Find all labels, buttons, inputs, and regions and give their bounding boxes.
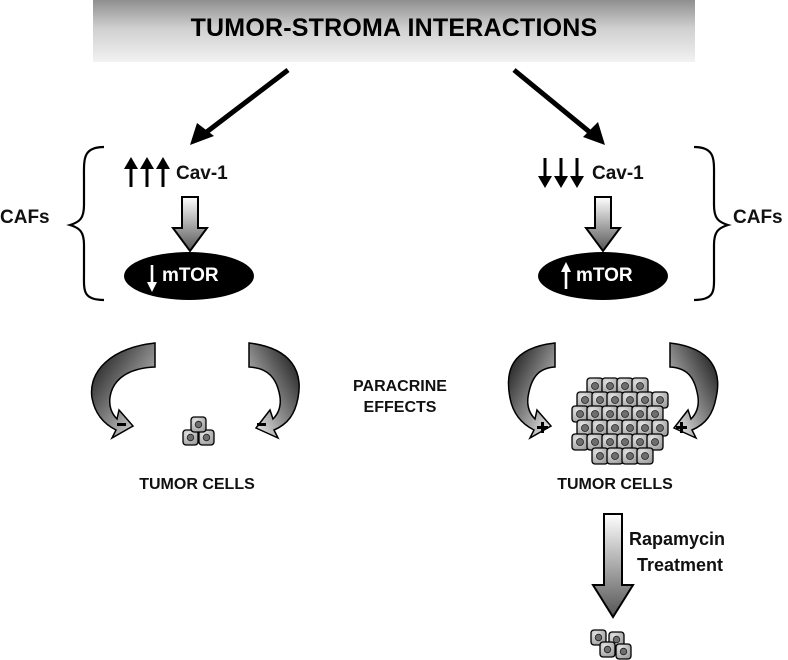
left-cav1-to-mtor-arrow: [171, 196, 209, 253]
tumor-cell: [615, 643, 632, 660]
right-sign-marks: [537, 422, 687, 433]
right-mtor-label: mTOR: [576, 265, 633, 286]
tumor-cell: [631, 377, 649, 395]
tumor-cell: [651, 419, 669, 437]
tumor-cell: [576, 419, 594, 437]
right-brace: [693, 145, 732, 302]
left-mtor-down-arrow-icon: [147, 265, 157, 292]
right-cav1-label: Cav-1: [592, 163, 644, 184]
left-brace: [66, 145, 105, 302]
tumor-cell: [586, 405, 604, 423]
tumor-cell: [190, 416, 207, 433]
tumor-cell: [651, 391, 669, 409]
right-cav1-to-mtor-arrow: [584, 196, 622, 253]
left-outer-curved-arrow: [90, 342, 156, 440]
left-sign-marks: [117, 423, 266, 426]
treatment-line1: Rapamycin: [629, 529, 726, 549]
right-outer-curved-arrow: [507, 342, 556, 440]
right-inner-curved-arrow: [669, 342, 719, 440]
arrow-to-left-caf: [190, 68, 290, 145]
tumor-cell: [599, 641, 616, 658]
left-mtor-ellipse: [124, 252, 254, 300]
tumor-cell: [601, 405, 619, 423]
right-mtor-ellipse: [538, 252, 668, 300]
treated-tumor-cells: [590, 629, 632, 660]
paracrine-line1: PARACRINE: [353, 378, 447, 395]
tumor-cell: [621, 447, 639, 465]
left-cav1-label: Cav-1: [176, 163, 228, 184]
right-tumor-cells-label: TUMOR CELLS: [557, 476, 673, 493]
treatment-line2: Treatment: [637, 555, 724, 575]
tumor-cell: [182, 429, 199, 446]
right-down-arrows-icon: [538, 158, 584, 188]
arrow-to-right-caf: [512, 68, 605, 145]
tumor-cell: [601, 377, 619, 395]
tumor-cell: [646, 433, 664, 451]
diagram-title: TUMOR-STROMA INTERACTIONS: [190, 14, 598, 42]
tumor-cell: [636, 391, 654, 409]
tumor-cell: [198, 429, 215, 446]
paracrine-line2: EFFECTS: [363, 399, 437, 416]
right-tumor-cell-cluster: [571, 377, 669, 465]
left-mtor-label: mTOR: [162, 265, 219, 286]
tumor-cell: [571, 433, 589, 451]
left-up-arrows-icon: [124, 157, 170, 187]
left-caf-label: CAFs: [0, 207, 50, 228]
tumor-cell: [591, 447, 609, 465]
rapamycin-treatment-arrow: [591, 513, 635, 619]
right-mtor-up-arrow-icon: [561, 262, 571, 289]
title-banner: TUMOR-STROMA INTERACTIONS: [93, 0, 695, 62]
tumor-cell: [616, 377, 634, 395]
left-tumor-cells-label: TUMOR CELLS: [139, 476, 255, 493]
tumor-cell: [636, 447, 654, 465]
left-tumor-cells: [182, 416, 215, 446]
tumor-cell: [606, 447, 624, 465]
right-caf-label: CAFs: [733, 207, 783, 228]
left-inner-curved-arrow: [248, 342, 300, 440]
tumor-cell: [590, 629, 607, 646]
